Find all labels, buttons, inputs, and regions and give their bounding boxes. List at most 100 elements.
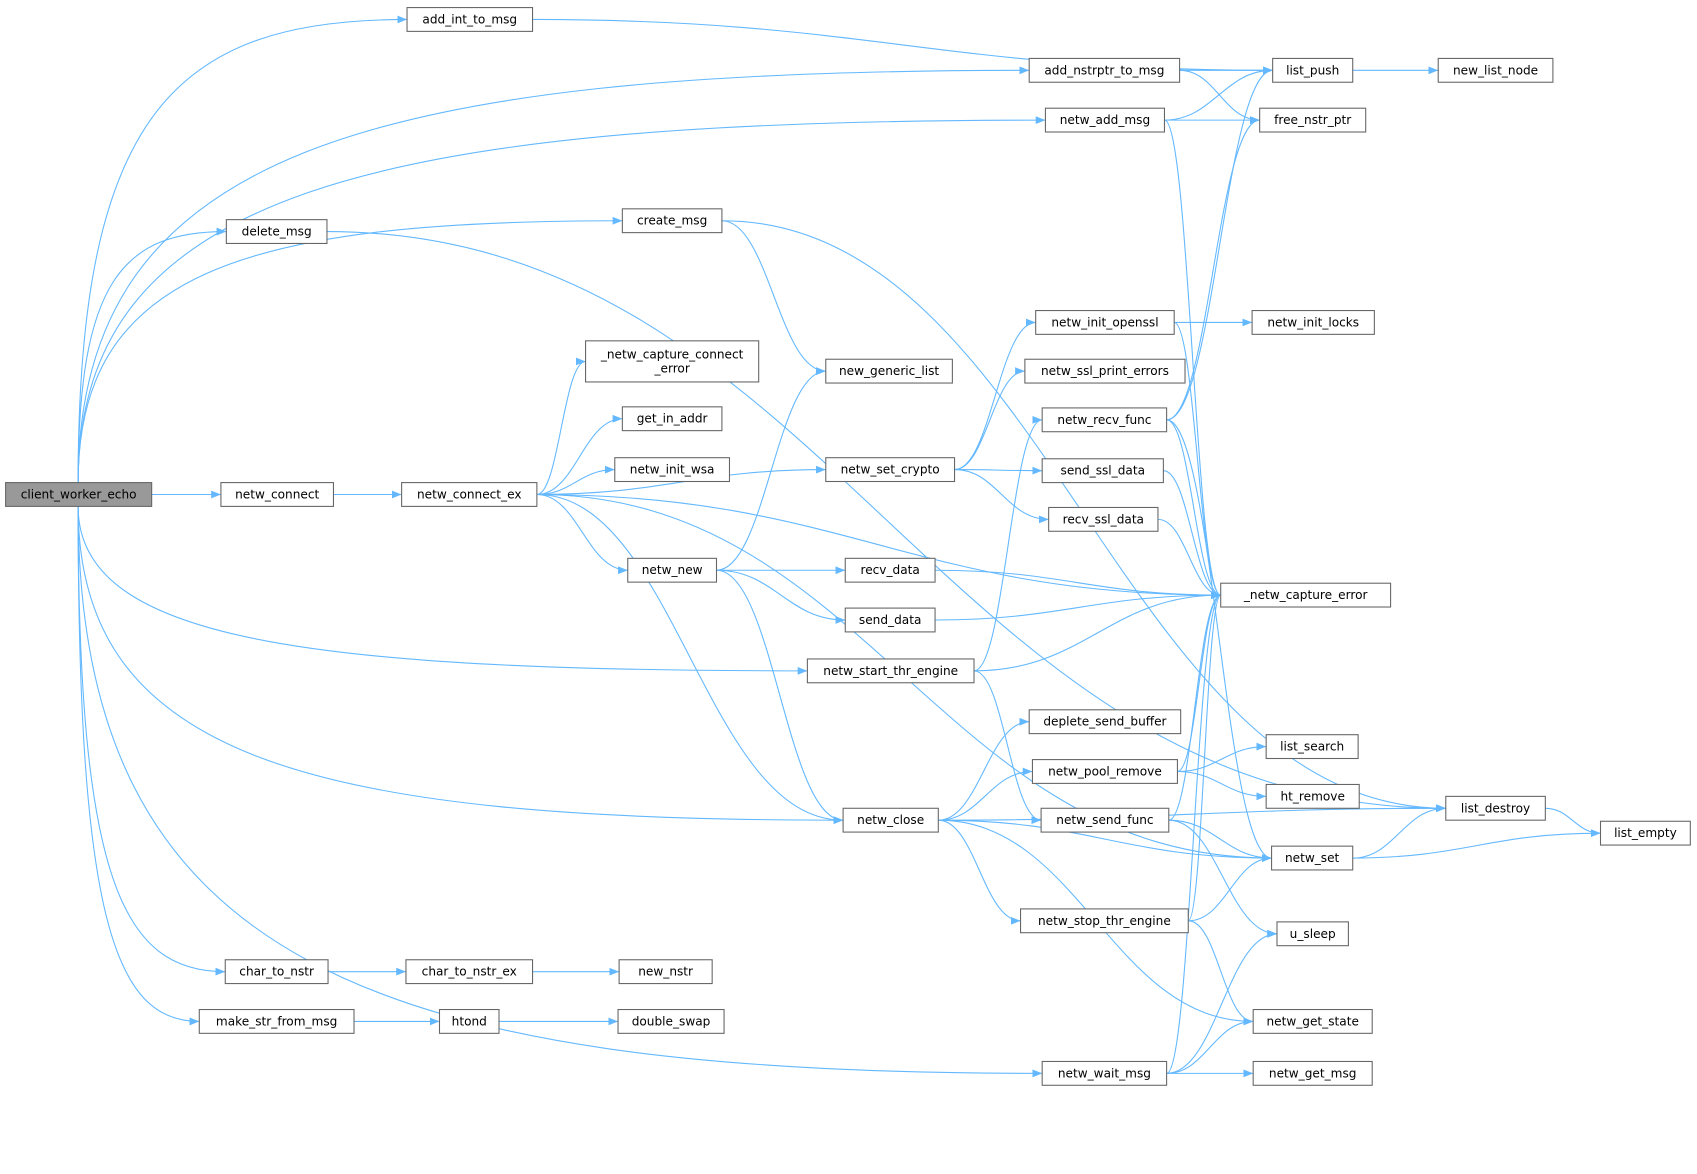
node-list-search[interactable]: list_search — [1265, 734, 1359, 760]
node-label: add_nstrptr_to_msg — [1044, 63, 1164, 77]
node-box — [585, 340, 760, 383]
node-netw-pool-remove[interactable]: netw_pool_remove — [1031, 759, 1178, 784]
node-label: client_worker_echo — [21, 487, 137, 501]
edge-netw_init_openssl-to-_netw_capture_error — [1173, 321, 1221, 599]
edge-netw_close-to-deplete_send_buffer — [938, 717, 1030, 821]
node-netw-close[interactable]: netw_close — [842, 807, 939, 833]
node-recv-data[interactable]: recv_data — [844, 557, 936, 583]
node-label: netw_init_openssl — [1051, 315, 1158, 329]
node-new-list-node[interactable]: new_list_node — [1437, 57, 1554, 83]
node-label: netw_get_state — [1266, 1014, 1358, 1028]
edge-netw_set_crypto-to-netw_init_openssl — [954, 318, 1036, 471]
node-label: netw_start_thr_engine — [823, 664, 958, 678]
node-box — [842, 807, 939, 833]
node-netw-new[interactable]: netw_new — [627, 557, 718, 583]
node-netw-connect[interactable]: netw_connect — [220, 482, 334, 507]
node-label: netw_close — [857, 813, 924, 827]
node-label: netw_add_msg — [1060, 113, 1150, 127]
edge-netw_wait_msg-to-netw_get_state — [1166, 1017, 1254, 1074]
node-client-worker-echo[interactable]: client_worker_echo — [5, 482, 153, 507]
node-label: _error — [653, 361, 689, 375]
edge-netw_recv_func-to-_netw_capture_error — [1166, 419, 1221, 599]
node-send-data[interactable]: send_data — [844, 607, 936, 633]
edge-list_destroy-to-list_empty — [1545, 807, 1601, 838]
node-deplete-send-buffer[interactable]: deplete_send_buffer — [1028, 709, 1182, 735]
node-netw-set[interactable]: netw_set — [1271, 845, 1354, 871]
edge-client_worker_echo-to-add_int_to_msg — [77, 15, 408, 483]
node-label: netw_stop_thr_engine — [1038, 914, 1171, 928]
node-box — [5, 482, 153, 507]
edge-recv_data-to-_netw_capture_error — [935, 569, 1221, 600]
node-netw-add-msg[interactable]: netw_add_msg — [1044, 107, 1165, 133]
node-add-int-to-msg[interactable]: add_int_to_msg — [406, 7, 534, 32]
node-htond[interactable]: htond — [438, 1008, 500, 1034]
node-double-swap[interactable]: double_swap — [617, 1008, 725, 1034]
node-ht-remove[interactable]: ht_remove — [1265, 783, 1360, 809]
node-char-to-nstr-ex[interactable]: char_to_nstr_ex — [405, 959, 534, 985]
node-label: get_in_addr — [637, 412, 708, 426]
node-box — [825, 457, 956, 483]
node-label: netw_init_wsa — [630, 463, 715, 477]
node-delete-msg[interactable]: delete_msg — [225, 219, 328, 244]
node-send-ssl-data[interactable]: send_ssl_data — [1041, 458, 1164, 484]
node-box — [806, 658, 975, 684]
node-list-push[interactable]: list_push — [1272, 57, 1354, 83]
edge-client_worker_echo-to-netw_add_msg — [77, 116, 1046, 483]
node-new-generic-list[interactable]: new_generic_list — [825, 358, 953, 384]
node-netw-recv-func[interactable]: netw_recv_func — [1041, 407, 1168, 433]
node-get-in-addr[interactable]: get_in_addr — [621, 406, 723, 432]
node-label: netw_set_crypto — [841, 463, 940, 477]
node-u-sleep[interactable]: u_sleep — [1276, 921, 1349, 947]
node-list-empty[interactable]: list_empty — [1599, 820, 1691, 846]
node-box — [1044, 107, 1165, 133]
node-netw-get-state[interactable]: netw_get_state — [1252, 1008, 1373, 1034]
node-box — [618, 959, 713, 985]
node-netw-capture-error[interactable]: _netw_capture_error — [1220, 582, 1392, 608]
node-box — [438, 1008, 500, 1034]
node-label: new_nstr — [638, 965, 693, 979]
node-netw-init-openssl[interactable]: netw_init_openssl — [1035, 310, 1175, 335]
node-netw-connect-ex[interactable]: netw_connect_ex — [401, 482, 538, 507]
edge-netw_set-to-list_empty — [1352, 829, 1601, 859]
node-label: netw_ssl_print_errors — [1041, 364, 1169, 378]
node-netw-init-locks[interactable]: netw_init_locks — [1251, 310, 1375, 335]
edge-netw_new-to-new_generic_list — [716, 367, 826, 571]
node-netw-start-thr-engine[interactable]: netw_start_thr_engine — [806, 658, 975, 684]
node-free-nstr-ptr[interactable]: free_nstr_ptr — [1259, 107, 1367, 133]
node-recv-ssl-data[interactable]: recv_ssl_data — [1048, 506, 1159, 532]
node-label: free_nstr_ptr — [1274, 113, 1351, 127]
node-box — [1028, 57, 1181, 83]
node-make-str-from-msg[interactable]: make_str_from_msg — [198, 1008, 355, 1034]
node-label: send_ssl_data — [1061, 464, 1145, 478]
edge-netw_recv_func-to-free_nstr_ptr — [1166, 116, 1260, 421]
node-box — [621, 406, 723, 432]
node-box — [1041, 407, 1168, 433]
node-label: deplete_send_buffer — [1043, 715, 1166, 729]
node-add-nstrptr-to-msg[interactable]: add_nstrptr_to_msg — [1028, 57, 1181, 83]
node-char-to-nstr[interactable]: char_to_nstr — [224, 959, 329, 985]
edge-netw_start_thr_engine-to-netw_recv_func — [973, 416, 1043, 672]
edge-client_worker_echo-to-create_msg — [77, 216, 623, 483]
node-box — [225, 219, 328, 244]
nodes-layer: client_worker_echo add_int_to_msg add_nstr… — [5, 7, 1691, 1086]
node-netw-wait-msg[interactable]: netw_wait_msg — [1041, 1060, 1168, 1086]
edge-netw_connect_ex-to-netw_close — [536, 493, 844, 825]
node-label: char_to_nstr_ex — [422, 965, 517, 979]
node-new-nstr[interactable]: new_nstr — [618, 959, 713, 985]
node-netw-init-wsa[interactable]: netw_init_wsa — [614, 457, 731, 483]
node-netw-get-msg[interactable]: netw_get_msg — [1252, 1060, 1373, 1086]
node-netw-set-crypto[interactable]: netw_set_crypto — [825, 457, 956, 483]
node-list-destroy[interactable]: list_destroy — [1445, 795, 1546, 821]
edge-client_worker_echo-to-netw_wait_msg — [77, 506, 1043, 1078]
node-netw-send-func[interactable]: netw_send_func — [1040, 807, 1170, 833]
edge-netw_close-to-netw_stop_thr_engine — [938, 819, 1021, 925]
node-label: recv_data — [860, 563, 919, 577]
edge-netw_pool_remove-to-ht_remove — [1177, 770, 1267, 801]
node-netw-stop-thr-engine[interactable]: netw_stop_thr_engine — [1020, 908, 1189, 934]
node-netw-capture-connect-error[interactable]: _netw_capture_connect_error — [585, 340, 760, 383]
edge-netw_set-to-list_destroy — [1352, 804, 1446, 859]
node-create-msg[interactable]: create_msg — [621, 208, 723, 234]
node-netw-ssl-print-errors[interactable]: netw_ssl_print_errors — [1024, 358, 1186, 384]
node-box — [1028, 709, 1182, 735]
